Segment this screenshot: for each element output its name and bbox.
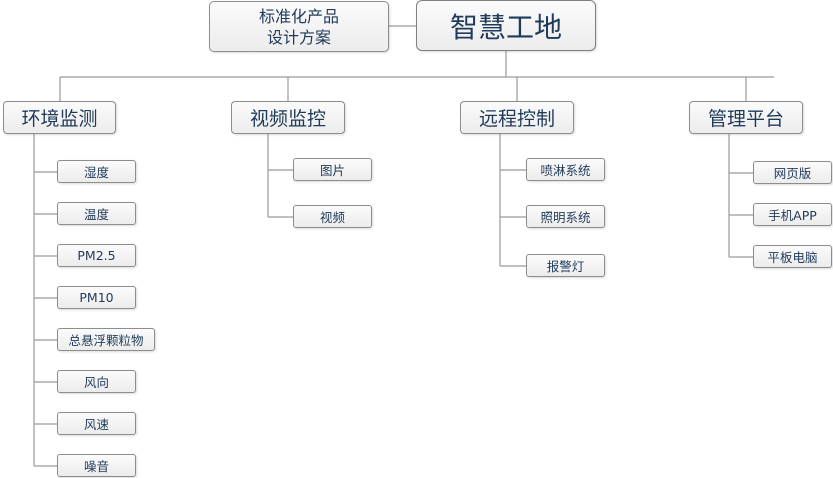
category-node-platform: 管理平台 — [689, 101, 803, 134]
category-node-env: 环境监测 — [3, 101, 116, 134]
leaf-node: 湿度 — [57, 160, 136, 183]
leaf-node: 总悬浮颗粒物 — [57, 328, 155, 351]
leaf-label: 平板电脑 — [767, 250, 818, 265]
leaf-label: 照明系统 — [540, 210, 591, 225]
root-node-label: 智慧工地 — [449, 10, 562, 44]
category-node-video: 视频监控 — [231, 101, 345, 134]
leaf-label: 报警灯 — [546, 259, 585, 274]
leaf-label: 湿度 — [83, 165, 109, 180]
leaf-label: PM2.5 — [77, 248, 116, 263]
category-label: 环境监测 — [21, 108, 98, 130]
side-node: 标准化产品 设计方案 — [209, 1, 389, 52]
leaf-node: 网页版 — [753, 161, 832, 184]
leaf-node: PM2.5 — [57, 244, 136, 267]
leaf-label: 温度 — [83, 207, 109, 222]
leaf-node: 喷淋系统 — [526, 158, 605, 181]
leaf-label: 总悬浮颗粒物 — [68, 333, 144, 348]
leaf-label: 网页版 — [773, 166, 812, 181]
side-node-label: 标准化产品 设计方案 — [258, 6, 339, 47]
leaf-label: 风速 — [83, 417, 109, 432]
leaf-node: 视频 — [293, 205, 372, 228]
leaf-node: 风速 — [57, 412, 136, 435]
leaf-label: 手机APP — [768, 208, 817, 223]
leaf-node: PM10 — [57, 286, 136, 309]
leaf-label: 风向 — [83, 375, 109, 390]
leaf-label: PM10 — [79, 290, 114, 305]
leaf-node: 手机APP — [753, 203, 832, 226]
leaf-label: 视频 — [319, 210, 345, 225]
category-label: 视频监控 — [249, 108, 326, 130]
leaf-node: 照明系统 — [526, 205, 605, 228]
leaf-node: 温度 — [57, 202, 136, 225]
leaf-label: 噪音 — [83, 459, 109, 474]
leaf-label: 图片 — [319, 163, 345, 178]
leaf-node: 图片 — [293, 158, 372, 181]
category-label: 远程控制 — [478, 108, 555, 130]
leaf-node: 风向 — [57, 370, 136, 393]
category-label: 管理平台 — [707, 108, 784, 130]
leaf-node: 报警灯 — [526, 254, 605, 277]
root-node: 智慧工地 — [416, 0, 596, 51]
leaf-node: 平板电脑 — [753, 245, 832, 268]
leaf-label: 喷淋系统 — [540, 163, 591, 178]
category-node-remote: 远程控制 — [460, 101, 574, 134]
leaf-node: 噪音 — [57, 454, 136, 477]
